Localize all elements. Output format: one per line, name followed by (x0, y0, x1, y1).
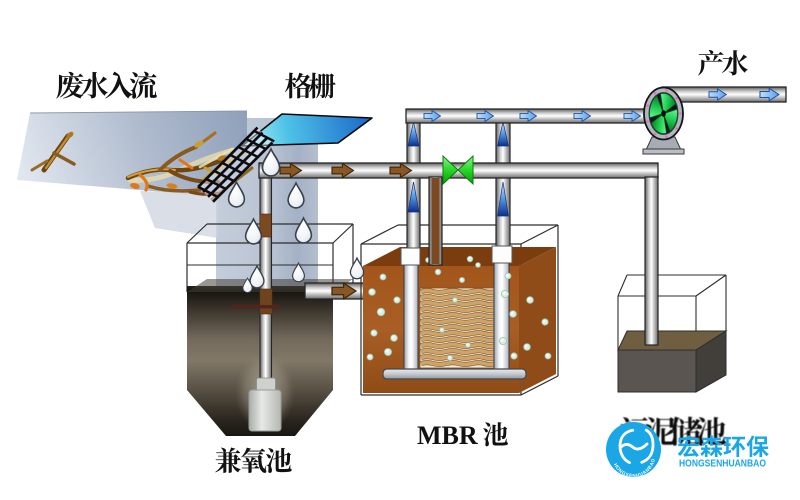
svg-text:MBR: MBR (417, 421, 478, 450)
svg-text:HONGSENHUANBAO: HONGSENHUANBAO (679, 459, 766, 470)
